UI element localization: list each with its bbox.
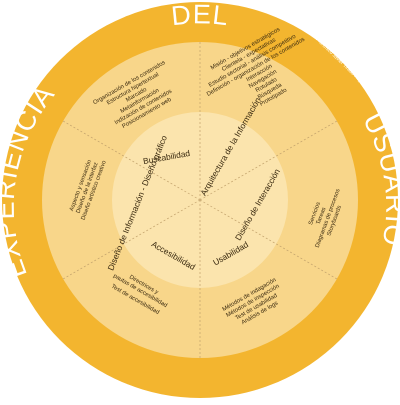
ring-word-top: DEL bbox=[170, 0, 231, 31]
group-bottom-right: Métodos de indagación Métodos de inspecc… bbox=[222, 277, 281, 326]
item-line: Tareas bbox=[316, 207, 328, 226]
